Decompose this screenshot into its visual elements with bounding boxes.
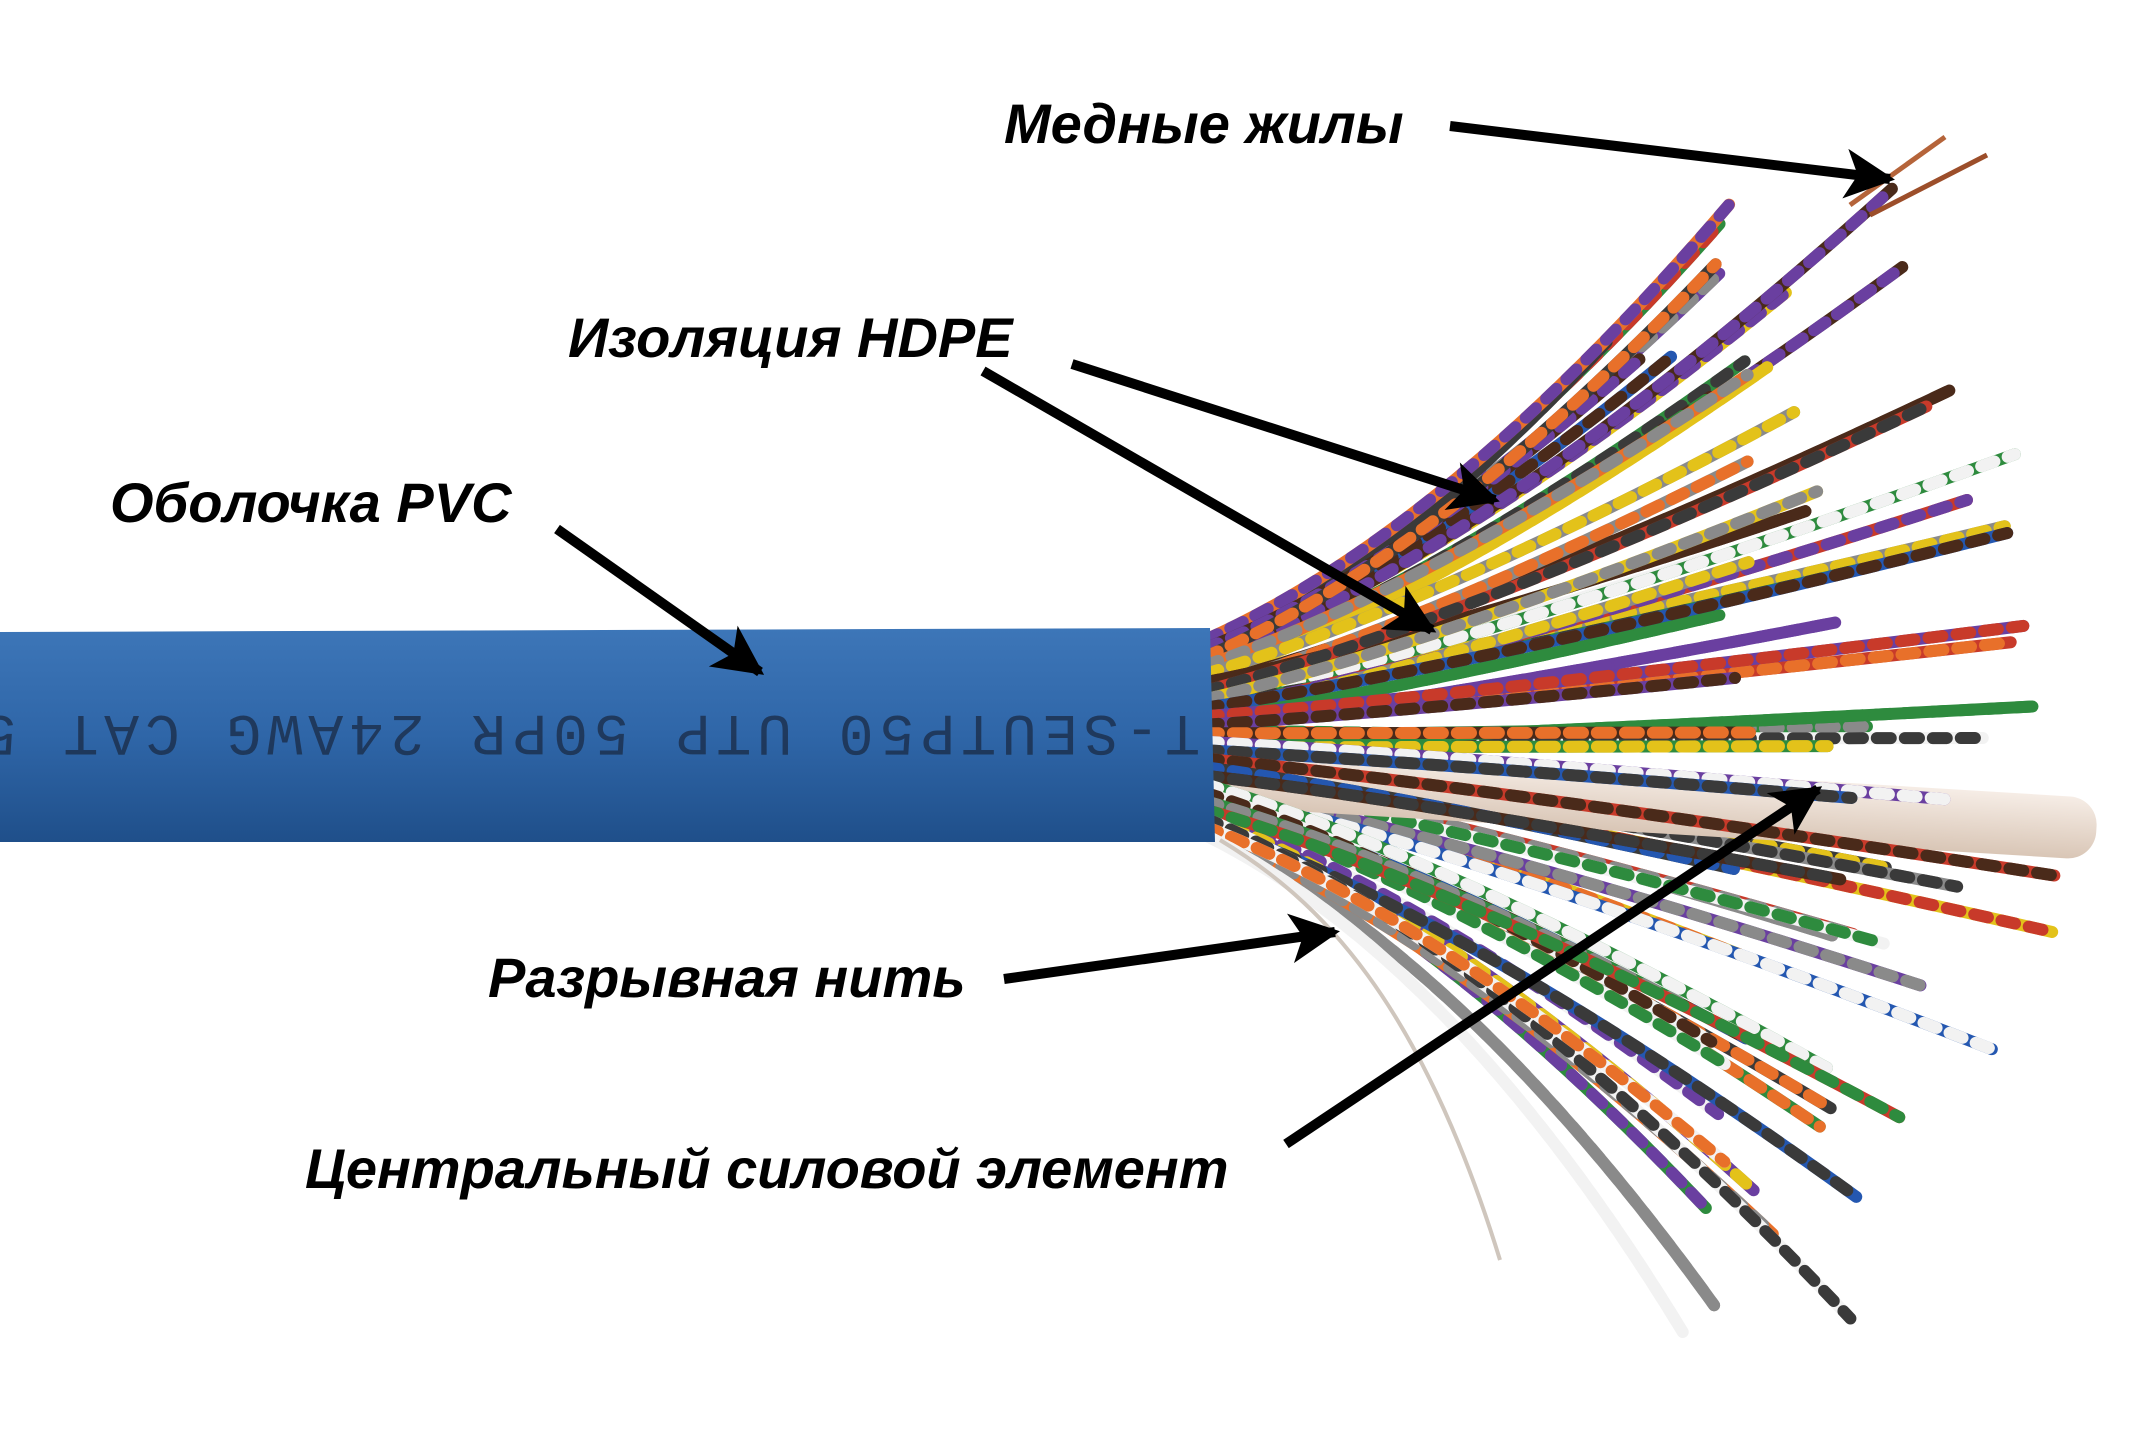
wire-pair	[1199, 485, 1824, 706]
arrow-insulation-2	[980, 366, 1437, 635]
wire-pair	[1199, 182, 1898, 669]
arrow-ripcord	[1003, 913, 1340, 984]
wire-pair	[1199, 726, 1756, 740]
rip-cord	[1218, 838, 1502, 1261]
wire-pair	[1199, 744, 1858, 804]
label-central-member: Центральный силовой элемент	[305, 1137, 1229, 1200]
cable-jacket	[0, 628, 1215, 842]
wire-pair	[1199, 752, 2061, 882]
label-copper-conductors: Медные жилы	[1004, 92, 1404, 155]
wire-pair	[1199, 368, 1754, 672]
arrow-copper	[1449, 121, 1895, 199]
wire-pair	[1199, 527, 2014, 714]
wire-pair	[1199, 406, 1801, 680]
wire-pair	[1199, 778, 1833, 1074]
arrow-jacket	[554, 524, 765, 677]
wire-pair	[1199, 769, 1847, 886]
arrow-insulation-1	[1070, 359, 1500, 511]
cable-jacket-print: T-SEUTP50 UTP 50PR 24AWG CAT 5E ETL VER	[0, 698, 1200, 763]
wire-pair	[1199, 671, 1741, 731]
label-insulation: Изоляция HDPE	[568, 306, 1013, 369]
wire-pair	[1199, 803, 1906, 1124]
label-jacket: Оболочка PVC	[110, 471, 512, 534]
arrow-central-member	[1283, 784, 1823, 1149]
twisted-pairs-front	[1199, 198, 2061, 1338]
wire-pair	[1199, 400, 1933, 697]
central-strength-member	[1177, 743, 2097, 859]
arrows	[554, 121, 1895, 1149]
wire-pair	[1199, 829, 1689, 1338]
label-ripcord: Разрывная нить	[488, 946, 966, 1009]
wire-pair	[1199, 820, 1731, 1168]
wire-pair	[1199, 797, 1837, 1115]
wire-pair	[1199, 619, 2030, 723]
